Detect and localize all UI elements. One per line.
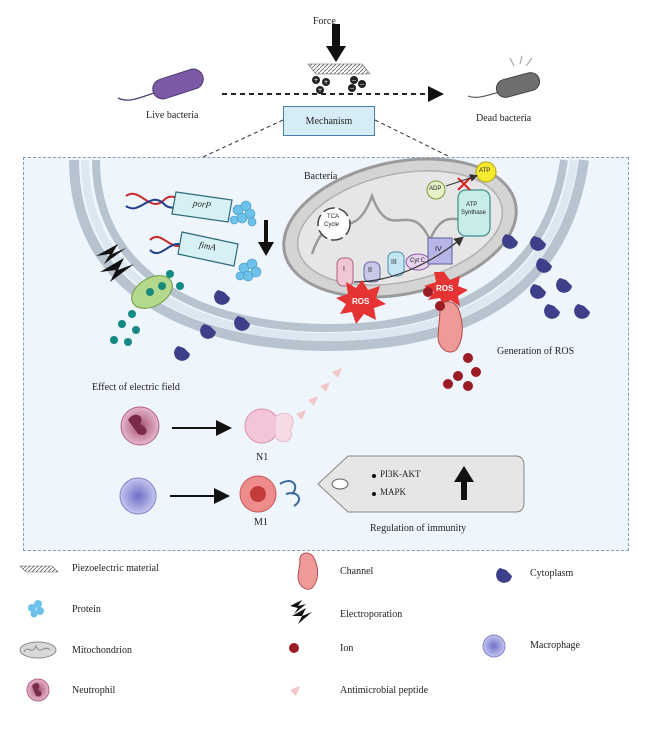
- ion-leak-dots: [110, 270, 184, 346]
- piezoelectric-plate: [307, 63, 371, 75]
- legend-piezoelectric-material-label: Piezoelectric material: [72, 563, 159, 574]
- electroporation-icon: [96, 244, 134, 282]
- svg-text:−: −: [359, 81, 364, 88]
- atp-label: ATP: [479, 168, 491, 174]
- membrane-pore: [131, 275, 173, 309]
- ros-burst-1: [336, 280, 386, 324]
- ros-burst-2: [424, 272, 468, 308]
- legend-electroporation-label: Electroporation: [340, 609, 403, 620]
- atp-icon: [475, 161, 497, 183]
- legend-mitochondrion-label: Mitochondrion: [72, 645, 132, 656]
- ros-label-1: ROS: [352, 297, 370, 306]
- svg-text:+: +: [313, 77, 318, 84]
- inhibition-cross-icon: [457, 177, 471, 191]
- charge-icons: [312, 76, 366, 94]
- atp-synthase-label-1: ATP: [466, 202, 478, 208]
- legend-cytoplasm-icon: [496, 568, 512, 583]
- protein-icon-1: [229, 200, 257, 227]
- svg-text:+: +: [323, 79, 328, 86]
- svg-text:−: −: [349, 85, 354, 92]
- electron-transport-chain: [336, 189, 491, 287]
- legend-ion-label: Ion: [340, 643, 354, 654]
- protein-icon-2: [235, 258, 262, 282]
- macrophage-cell: [119, 477, 157, 515]
- legend-neutrophil-label: Neutrophil: [72, 685, 116, 696]
- adp-label: ADP: [429, 186, 442, 192]
- bacteria-label: Bacteria: [304, 171, 338, 182]
- legend-antimicrobial-peptide-icon: [290, 686, 300, 696]
- antimicrobial-peptides: [296, 368, 342, 420]
- n1-neutrophil: [244, 408, 294, 444]
- ion-dots: [423, 287, 481, 391]
- m1-label: M1: [254, 517, 268, 528]
- downregulation-arrow-icon: [258, 220, 274, 256]
- ros-label-2: ROS: [436, 284, 454, 293]
- legend-mitochondrion-icon: [19, 641, 57, 659]
- legend-antimicrobial-peptide-label: Antimicrobial peptide: [340, 685, 429, 696]
- pathway-pi3k-akt: PI3K-AKT: [380, 469, 421, 479]
- gene-fimA-box: [177, 231, 239, 267]
- legend-macrophage-label: Macrophage: [530, 640, 580, 651]
- mechanism-label: Mechanism: [305, 115, 353, 127]
- regulation-of-immunity-label: Regulation of immunity: [370, 523, 467, 534]
- legend-protein-label: Protein: [72, 604, 101, 615]
- n1-label: N1: [256, 452, 269, 463]
- cyt-c-label: Cyt C: [410, 258, 425, 264]
- force-arrow-icon: [326, 24, 346, 62]
- complex-iii-label: III: [391, 259, 397, 266]
- legend-channel-label: Channel: [340, 566, 374, 577]
- tca-cycle-icon: [317, 207, 351, 241]
- upregulation-arrow-icon: [454, 466, 474, 500]
- cytoplasm-leak: [174, 234, 590, 361]
- complex-i-label: I: [343, 266, 345, 273]
- cycle-label: Cycle: [324, 222, 340, 228]
- dead-bacteria-label: Dead bacteria: [476, 113, 532, 124]
- atp-synthase-label-2: Synthase: [461, 210, 487, 216]
- svg-text:+: +: [317, 87, 322, 94]
- generation-of-ros-label: Generation of ROS: [497, 346, 575, 357]
- adp-icon: [426, 180, 446, 200]
- legend-piezoelectric-material-icon: [19, 565, 59, 573]
- legend-ion-icon: [289, 643, 299, 653]
- m1-macrophage: [239, 475, 301, 513]
- ion-channel-icon: [437, 301, 463, 353]
- force-label: Force: [313, 16, 336, 27]
- legend-electroporation-icon: [290, 600, 312, 624]
- tca-label: TCA: [327, 214, 339, 220]
- pathway-tag: [317, 455, 525, 513]
- legend-cytoplasm-label: Cytoplasm: [530, 568, 574, 579]
- live-bacteria-label: Live bacteria: [146, 110, 199, 121]
- svg-text:−: −: [351, 77, 356, 84]
- dead-bacterium-icon: [467, 55, 541, 98]
- complex-ii-label: II: [368, 267, 372, 274]
- electric-field-label: Effect of electric field: [92, 382, 180, 393]
- live-bacterium-icon: [117, 68, 204, 101]
- legend-protein-icon: [28, 600, 44, 618]
- legend-channel-icon: [297, 552, 319, 590]
- pathway-mapk: MAPK: [380, 487, 407, 497]
- complex-iv-label: IV: [435, 246, 442, 253]
- legend-macrophage-icon: [482, 634, 506, 658]
- neutrophil-cell: [120, 406, 160, 446]
- legend-neutrophil-icon: [26, 678, 50, 702]
- mechanism-box: Mechanism: [283, 106, 375, 136]
- gene-porP-box: [171, 191, 233, 223]
